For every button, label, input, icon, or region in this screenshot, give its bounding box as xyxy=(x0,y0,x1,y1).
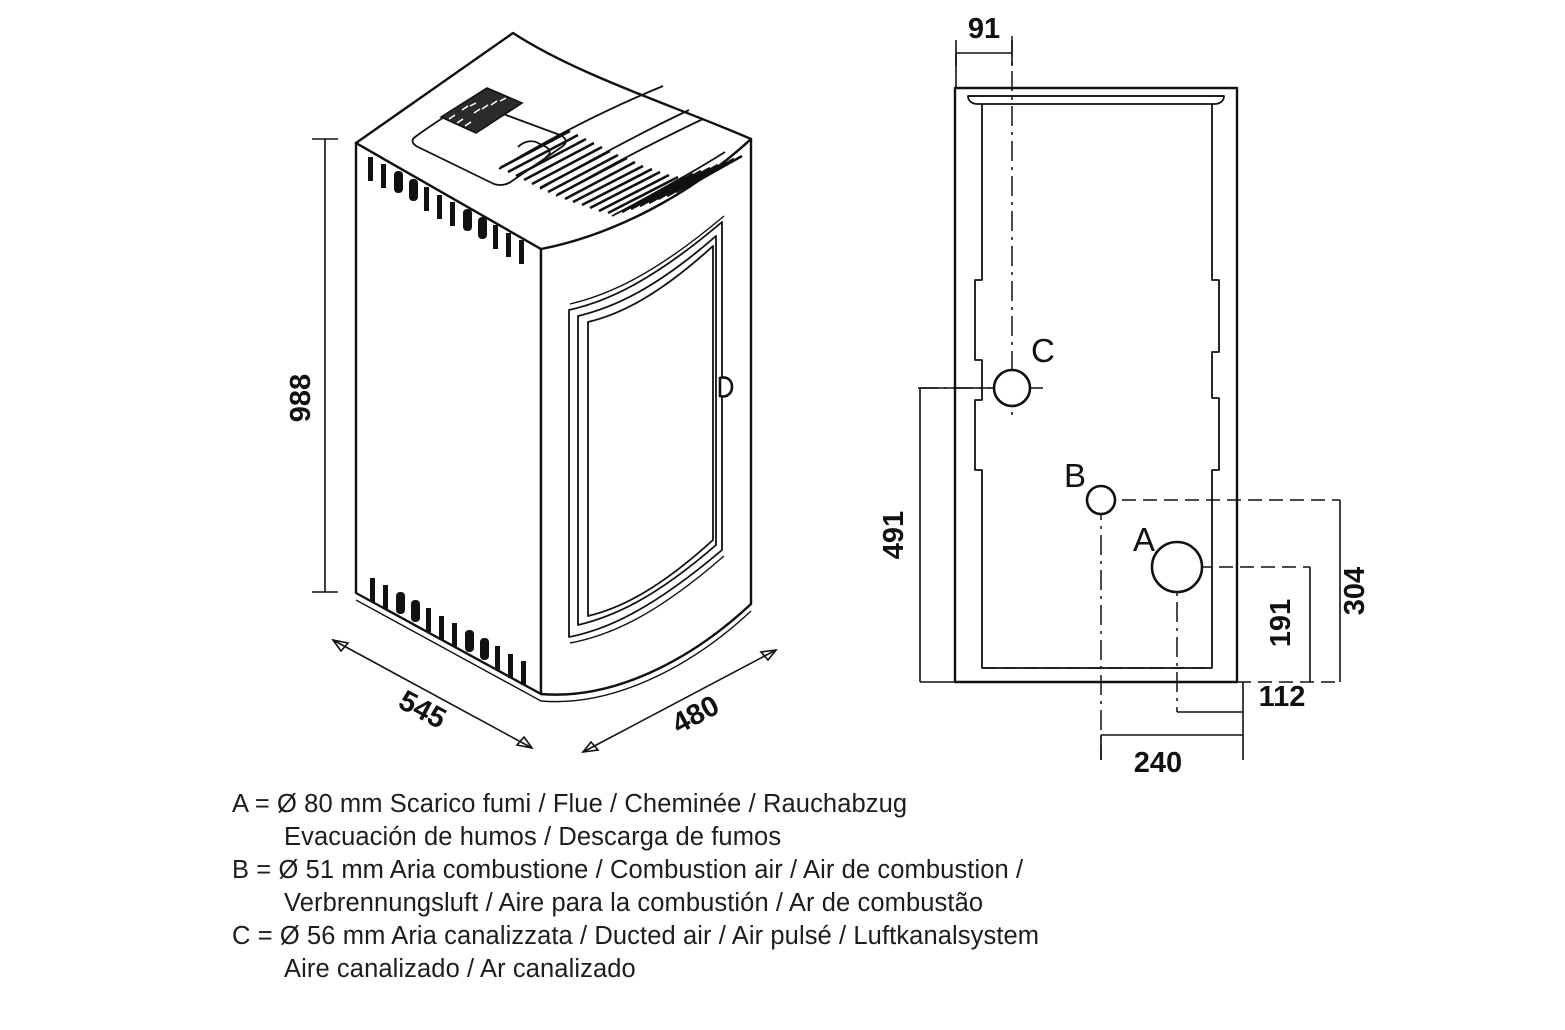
stove-door-outer xyxy=(568,221,723,638)
hole-c xyxy=(992,368,1032,408)
dimension-91-label: 91 xyxy=(968,13,1000,45)
rear-inner-left-edge xyxy=(974,104,1020,669)
stove-door-top-trim xyxy=(569,215,725,305)
callout-a-label: A xyxy=(1133,521,1155,558)
dimension-240: 240 xyxy=(1100,712,1244,779)
stove-door-handle[interactable] xyxy=(718,376,734,398)
legend-line-b-2: Verbrennungsluft / Aire para la combusti… xyxy=(284,889,984,917)
dimension-304-label: 304 xyxy=(1339,567,1371,615)
stove-base-skirt-front xyxy=(540,610,752,703)
dimension-988-label: 988 xyxy=(285,374,317,422)
grille-frame-inner-b xyxy=(555,118,704,197)
legend-line-c-1: C = Ø 56 mm Aria canalizzata / Ducted ai… xyxy=(232,922,1040,950)
dimension-491: 491 xyxy=(878,387,1012,683)
dimension-545-label: 545 xyxy=(393,685,451,736)
legend-line-a-1: A = Ø 80 mm Scarico fumi / Flue / Chemin… xyxy=(232,790,908,818)
stove-door-bottom-trim xyxy=(569,555,725,644)
legend-line-c-2: Aire canalizado / Ar canalizado xyxy=(284,955,636,983)
side-vent-slots-upper xyxy=(368,157,524,264)
dimension-304: 304 xyxy=(1237,500,1371,683)
stove-base-skirt xyxy=(355,599,542,702)
dimension-480-label: 480 xyxy=(667,690,725,741)
dimension-191-label: 191 xyxy=(1265,599,1297,647)
dimension-112-label: 112 xyxy=(1259,681,1306,713)
legend-line-b-1: B = Ø 51 mm Aria combustione / Combustio… xyxy=(232,856,1024,884)
callout-b-label: B xyxy=(1064,457,1086,494)
grille-frame xyxy=(498,85,664,170)
dimension-491-label: 491 xyxy=(878,511,910,559)
dimension-191: 191 xyxy=(1265,567,1311,682)
top-grille-secondary xyxy=(621,154,743,214)
stove-door-inner xyxy=(577,235,717,626)
dimension-240-label: 240 xyxy=(1134,747,1182,779)
side-vent-slots-lower xyxy=(370,578,526,685)
display-segments-icon xyxy=(448,97,507,127)
dimension-91: 91 xyxy=(955,13,1013,88)
control-display-panel[interactable] xyxy=(439,87,524,134)
rear-elevation-view: C B A 91 491 xyxy=(878,13,1371,779)
isometric-stove-view: 988 545 480 xyxy=(285,31,778,754)
callout-c-label: C xyxy=(1031,332,1055,369)
hole-b xyxy=(1085,484,1117,516)
dimension-112: 112 xyxy=(1177,681,1305,713)
stove-door-glass xyxy=(587,245,714,617)
legend-line-a-2: Evacuación de humos / Descarga de fumos xyxy=(284,823,782,851)
legend-block: A = Ø 80 mm Scarico fumi / Flue / Chemin… xyxy=(232,788,1232,986)
grille-frame-inner-a xyxy=(539,109,690,190)
rear-inner-right-edge xyxy=(1020,104,1220,669)
dimension-988: 988 xyxy=(285,138,338,593)
rear-top-cap xyxy=(967,95,1225,105)
hole-a xyxy=(1150,540,1204,594)
